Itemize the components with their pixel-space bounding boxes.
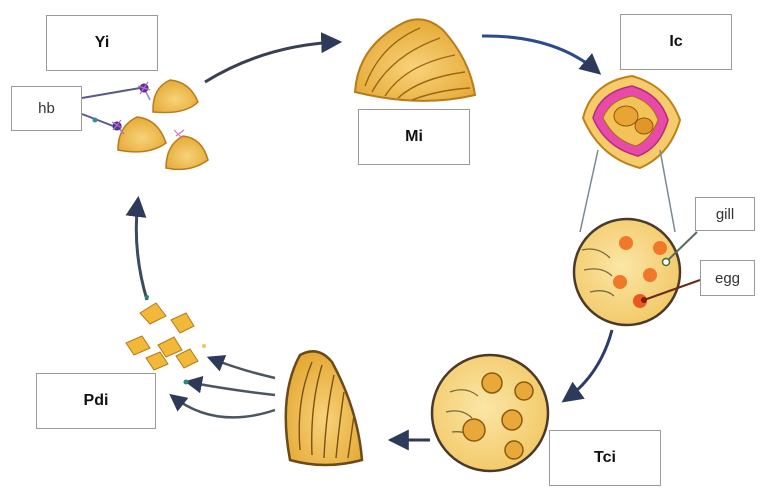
arrow-mi-to-ic — [482, 36, 598, 72]
adult-shell-bottom — [286, 351, 362, 465]
label-tci: Tci — [549, 430, 661, 486]
arrow-adult-to-pdi-2 — [188, 382, 275, 395]
arrow-adult-to-pdi-3 — [172, 396, 275, 417]
label-mi: Mi — [358, 109, 470, 165]
label-yi: Yi — [46, 15, 158, 71]
label-hb: hb — [11, 86, 82, 131]
arrow-adult-to-pdi-1 — [210, 358, 275, 378]
arrow-pdi-to-yi — [136, 200, 147, 300]
arrow-ic-to-tci — [565, 330, 612, 400]
brooding-disc — [432, 355, 548, 471]
juvenile-shells — [112, 80, 208, 169]
arrow-yi-to-mi — [205, 42, 338, 82]
label-egg: egg — [700, 260, 755, 296]
label-pdi: Pdi — [36, 373, 156, 429]
label-gill: gill — [695, 197, 755, 231]
gill-disc — [574, 219, 680, 325]
adult-shell-top — [355, 19, 475, 100]
label-ic: Ic — [620, 14, 732, 70]
larvae-cluster — [126, 295, 206, 385]
